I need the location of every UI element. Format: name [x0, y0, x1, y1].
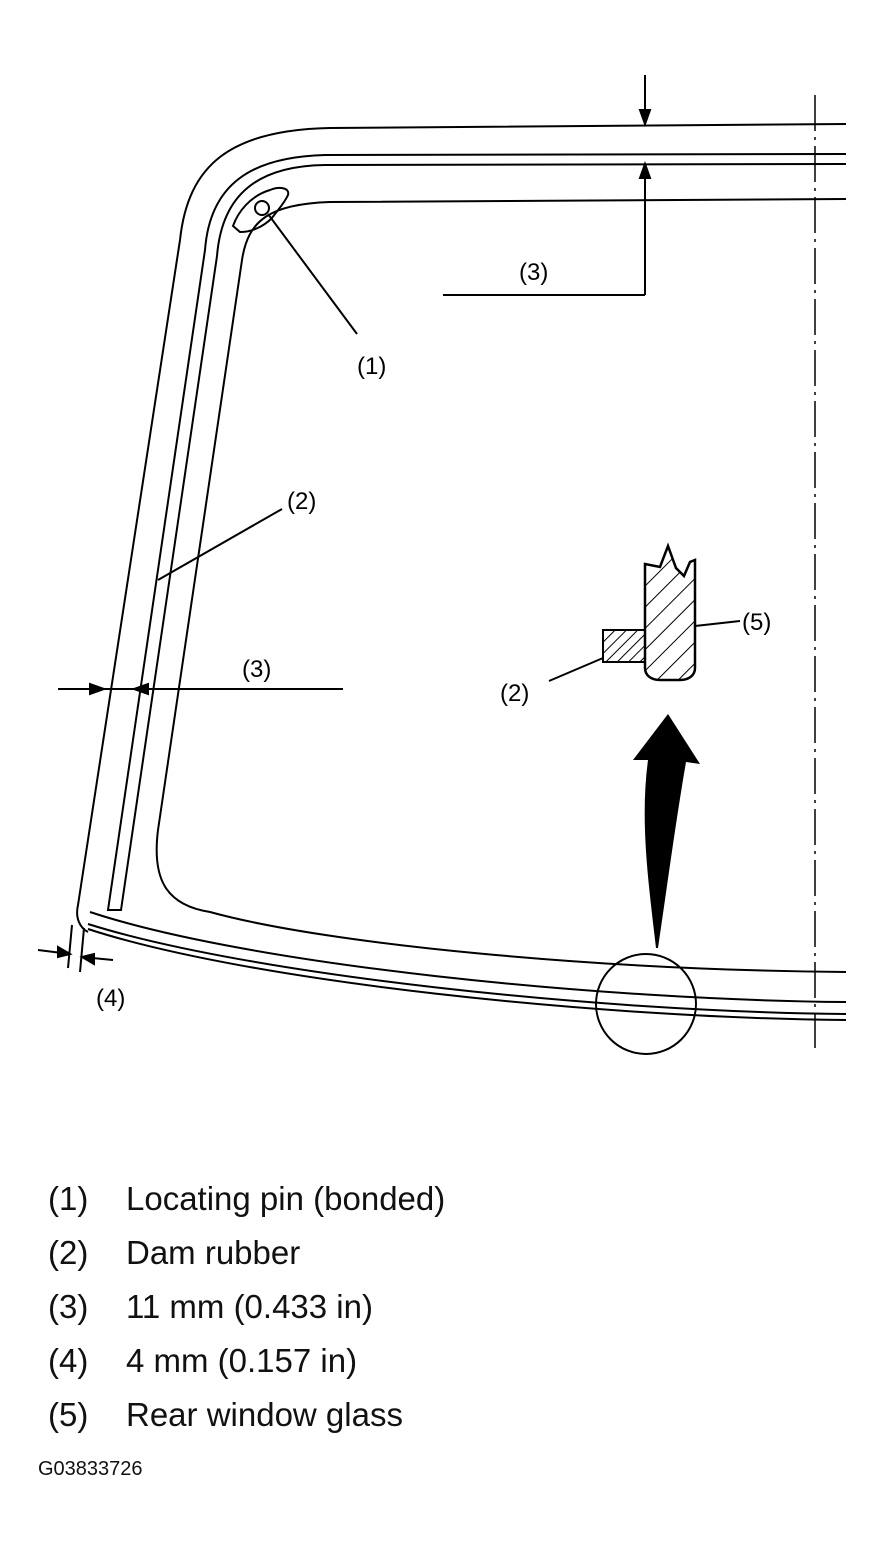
callout-dam-rubber-detail: (2) [500, 680, 529, 707]
legend-text: Dam rubber [126, 1234, 301, 1271]
dimension-side-gap [58, 682, 343, 696]
callout-gap-top: (3) [519, 259, 548, 286]
legend-item: (2) Dam rubber [48, 1226, 445, 1280]
legend-number: (2) [48, 1234, 89, 1271]
locating-pin-hole [254, 200, 270, 216]
legend-number: (4) [48, 1342, 89, 1379]
legend-item: (4) 4 mm (0.157 in) [48, 1334, 445, 1388]
legend-item: (5) Rear window glass [48, 1388, 445, 1442]
legend: (1) Locating pin (bonded) (2) Dam rubber (… [48, 1172, 445, 1442]
figure-id: G03833726 [38, 1458, 143, 1480]
glass-section [643, 542, 697, 682]
legend-text: 11 mm (0.433 in) [126, 1288, 373, 1325]
dam-rubber-section [602, 629, 646, 663]
leader-glass-detail [694, 620, 741, 627]
detail-circle [595, 953, 697, 1055]
window-installation-diagram: (1) (2) (3) (3) (4) (5) (2) [37, 75, 847, 1055]
leader-dam-rubber-detail [548, 657, 604, 682]
legend-item: (3) 11 mm (0.433 in) [48, 1280, 445, 1334]
inner-opening-outline [155, 198, 847, 973]
legend-number: (1) [48, 1180, 89, 1217]
leader-locating-pin [267, 213, 358, 335]
legend-text: 4 mm (0.157 in) [126, 1342, 358, 1379]
legend-item: (1) Locating pin (bonded) [48, 1172, 445, 1226]
glass-outer-edge [106, 153, 847, 911]
dimension-top-gap [443, 75, 652, 296]
callout-dam-rubber-frame: (2) [287, 488, 316, 515]
glass-bottom-edge [89, 911, 847, 1003]
callout-glass-detail: (5) [742, 609, 771, 636]
leader-dam-rubber-frame [157, 508, 283, 581]
body-opening-outline [76, 123, 847, 933]
body-bottom-edge [87, 928, 847, 1021]
glass-bottom-inner-edge [87, 923, 847, 1015]
detail-arrow [633, 714, 700, 948]
dimension-corner-gap [37, 924, 114, 973]
callout-gap-side: (3) [242, 656, 271, 683]
callout-locating-pin: (1) [357, 353, 386, 380]
locating-pin [231, 186, 290, 234]
legend-number: (3) [48, 1288, 89, 1325]
callout-gap-corner: (4) [96, 985, 125, 1012]
legend-number: (5) [48, 1396, 89, 1433]
legend-text: Rear window glass [126, 1396, 403, 1433]
legend-text: Locating pin (bonded) [126, 1180, 446, 1217]
